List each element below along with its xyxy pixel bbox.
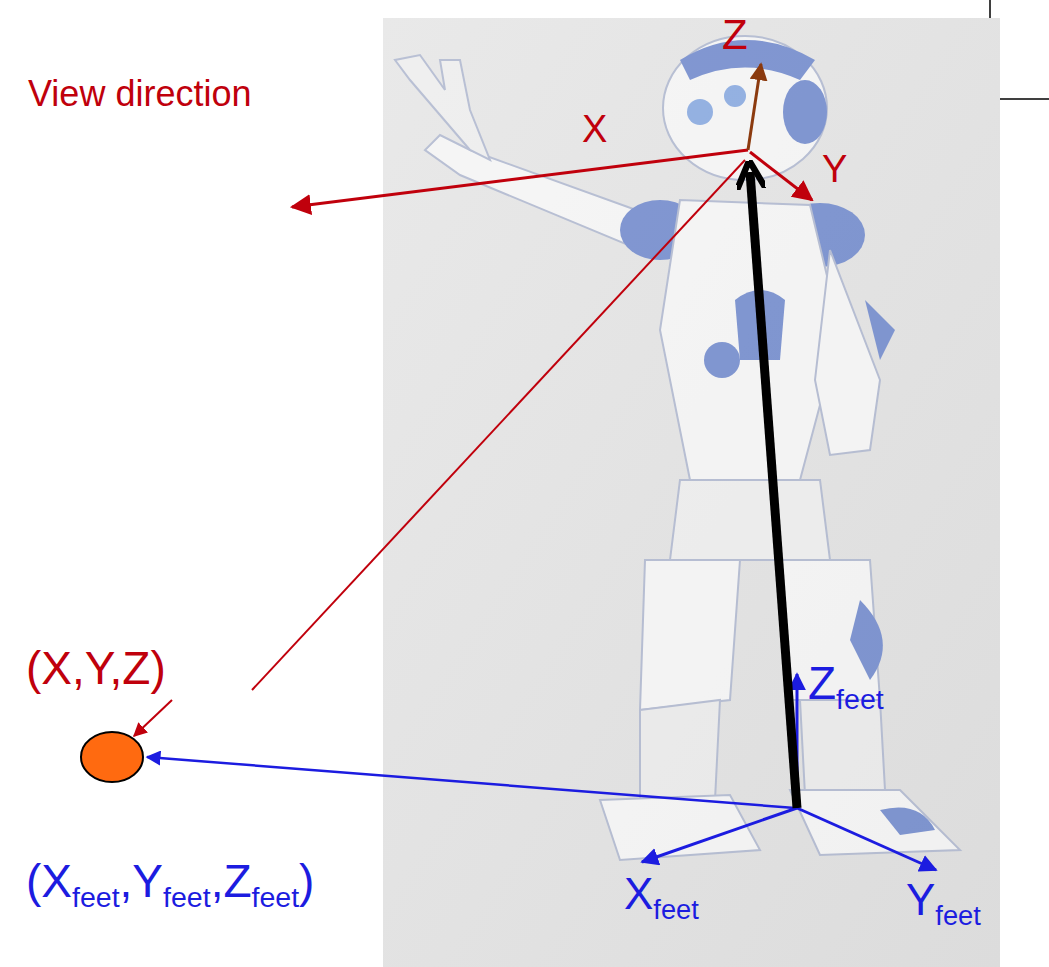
z-head-axis bbox=[748, 64, 761, 150]
label-text: (X bbox=[26, 855, 72, 907]
subscript-text: feet bbox=[163, 881, 211, 913]
y-feet-axis bbox=[797, 808, 936, 870]
label-text: ,Z bbox=[211, 855, 252, 907]
subscript-text: feet bbox=[252, 881, 300, 913]
axis-label: Xfeet bbox=[624, 872, 699, 923]
label-text: (X,Y,Z) bbox=[26, 642, 166, 694]
transform-arrow bbox=[750, 172, 797, 808]
x-feet-axis bbox=[642, 808, 797, 862]
label-text: ) bbox=[299, 855, 314, 907]
direction-label: View direction bbox=[28, 76, 251, 112]
point-label: (X,Y,Z) bbox=[26, 645, 166, 691]
axis-label: X bbox=[582, 110, 607, 148]
subscript-text: feet bbox=[935, 900, 980, 931]
axis-label: Z bbox=[722, 14, 748, 56]
subscript-text: feet bbox=[653, 894, 698, 925]
leader-line bbox=[252, 160, 745, 690]
label-text: ,Y bbox=[120, 855, 163, 907]
label-text: Z bbox=[808, 657, 836, 709]
label-text: Y bbox=[822, 148, 847, 190]
photo-ground bbox=[383, 18, 1000, 967]
subscript-text: feet bbox=[836, 683, 884, 715]
position-vector bbox=[147, 757, 795, 808]
subscript-text: feet bbox=[72, 881, 120, 913]
point-label: (Xfeet,Yfeet,Zfeet) bbox=[26, 858, 314, 911]
label-text: Y bbox=[906, 875, 935, 924]
axis-label: Yfeet bbox=[906, 878, 981, 929]
axis-label: Y bbox=[822, 150, 847, 188]
label-text: X bbox=[624, 869, 653, 918]
label-text: View direction bbox=[28, 73, 251, 114]
leader-arrow bbox=[134, 700, 172, 736]
label-text: Z bbox=[722, 11, 748, 58]
label-text: X bbox=[582, 108, 607, 150]
x-head-axis bbox=[292, 150, 748, 207]
axis-label: Zfeet bbox=[808, 660, 884, 713]
target-point bbox=[81, 732, 143, 782]
y-head-axis bbox=[750, 152, 812, 200]
